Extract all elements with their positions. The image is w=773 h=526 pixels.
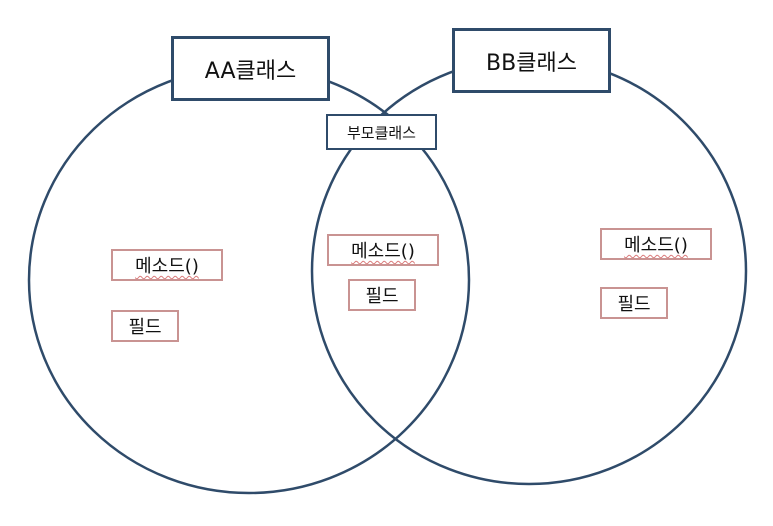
aa-field-box: 필드 [111,310,179,342]
bb-class-title-text: BB클래스 [486,50,577,76]
bb-method-box: 메소드() [600,228,712,260]
bb-method-text: 메소드() [624,235,688,256]
aa-class-title-text: AA클래스 [204,58,297,84]
parent-class-title: 부모클래스 [326,114,437,150]
aa-method-box: 메소드() [111,249,223,281]
shared-field-text: 필드 [365,286,399,307]
shared-field-box: 필드 [348,279,416,311]
aa-class-title: AA클래스 [171,36,330,101]
aa-method-text: 메소드() [135,256,199,277]
shared-method-box: 메소드() [327,234,439,266]
aa-field-text: 필드 [128,317,162,338]
parent-class-title-text: 부모클래스 [346,123,416,142]
shared-method-text: 메소드() [351,241,415,262]
bb-field-box: 필드 [600,287,668,319]
bb-field-text: 필드 [617,294,651,315]
bb-class-title: BB클래스 [452,28,611,93]
